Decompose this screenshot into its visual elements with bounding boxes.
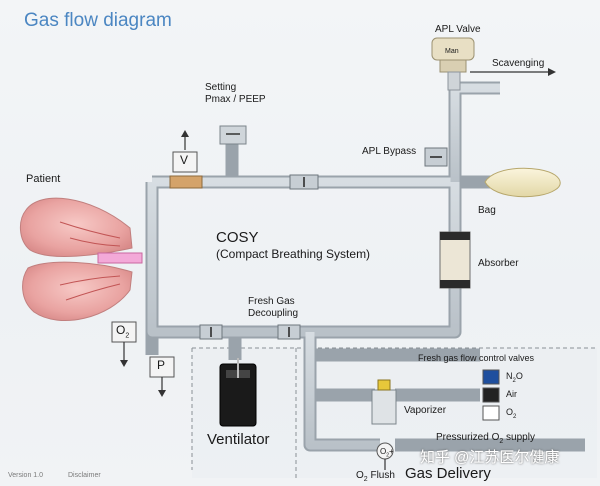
o2-flush-button <box>376 442 394 470</box>
ventilator-unit <box>219 358 257 427</box>
gas-delivery-label: Gas Delivery <box>405 465 491 482</box>
ventilator-label: Ventilator <box>207 431 270 448</box>
vaporizer-label: Vaporizer <box>404 405 447 416</box>
o2-sensor-box <box>111 321 137 367</box>
apl-valve-label: APL Valve <box>435 24 481 35</box>
cosy-title: COSY <box>216 229 259 246</box>
legend-n2o: N2O <box>506 371 523 384</box>
fresh-gas-label: Fresh Gas <box>248 296 295 307</box>
o2-plus-label: O2+ <box>380 447 394 459</box>
inspiratory-valve <box>289 174 319 190</box>
cosy-subtitle: (Compact Breathing System) <box>216 247 371 261</box>
disclaimer-link[interactable]: Disclaimer <box>68 472 101 479</box>
o2-box-label: O2 <box>116 323 130 340</box>
setting-label: Setting <box>205 82 237 93</box>
legend-o2: O2 <box>506 407 517 420</box>
bag-label: Bag <box>478 205 496 216</box>
pressurized-supply-label: Pressurized O2 supply <box>436 432 535 445</box>
pmax-peep-label: Pmax / PEEP <box>205 94 266 105</box>
pressure-sensor-box <box>149 356 175 397</box>
patient-lungs <box>20 197 143 321</box>
version-label: Version 1.0 <box>8 472 44 479</box>
vaporizer-unit <box>371 379 397 425</box>
scavenging-arrow <box>470 68 556 76</box>
patient-label: Patient <box>26 173 61 185</box>
scavenging-label: Scavenging <box>492 58 545 69</box>
page-title: Gas flow diagram <box>24 10 172 31</box>
decoupling-label: Decoupling <box>248 308 299 319</box>
flow-sensor <box>169 175 203 189</box>
apl-man-label: Man <box>445 48 459 55</box>
absorber-canister <box>439 231 471 289</box>
watermark-text: 知乎 @江苏医尔健康 <box>420 449 560 466</box>
absorber-label: Absorber <box>478 258 519 269</box>
fresh-gas-valves-label: Fresh gas flow control valves <box>418 353 535 363</box>
v-dot-label: V <box>180 153 189 167</box>
apl-bypass-label: APL Bypass <box>362 146 417 157</box>
gas-legend-swatches <box>482 369 500 421</box>
apl-bypass-valve <box>424 147 448 167</box>
apl-valve <box>431 37 475 91</box>
pmax-peep-valve <box>219 125 247 145</box>
p-box-label: P <box>157 358 166 372</box>
flow-measure <box>172 130 198 173</box>
breathing-bag <box>484 167 561 198</box>
legend-air: Air <box>506 389 517 399</box>
o2-flush-label: O2 Flush <box>356 470 395 483</box>
fresh-gas-decoupling-valve <box>199 324 301 340</box>
